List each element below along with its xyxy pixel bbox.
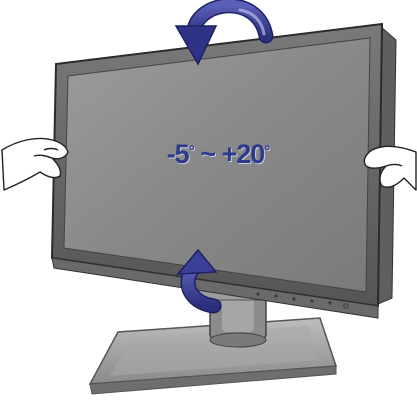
- tilt-max-value: +20: [221, 139, 264, 170]
- degree-symbol: °: [189, 143, 194, 160]
- tilt-range-separator: ~: [194, 139, 222, 170]
- tilt-range-label: -5° ~ +20°: [148, 136, 288, 172]
- tilt-min-value: -5: [167, 139, 189, 170]
- degree-symbol: °: [264, 143, 269, 160]
